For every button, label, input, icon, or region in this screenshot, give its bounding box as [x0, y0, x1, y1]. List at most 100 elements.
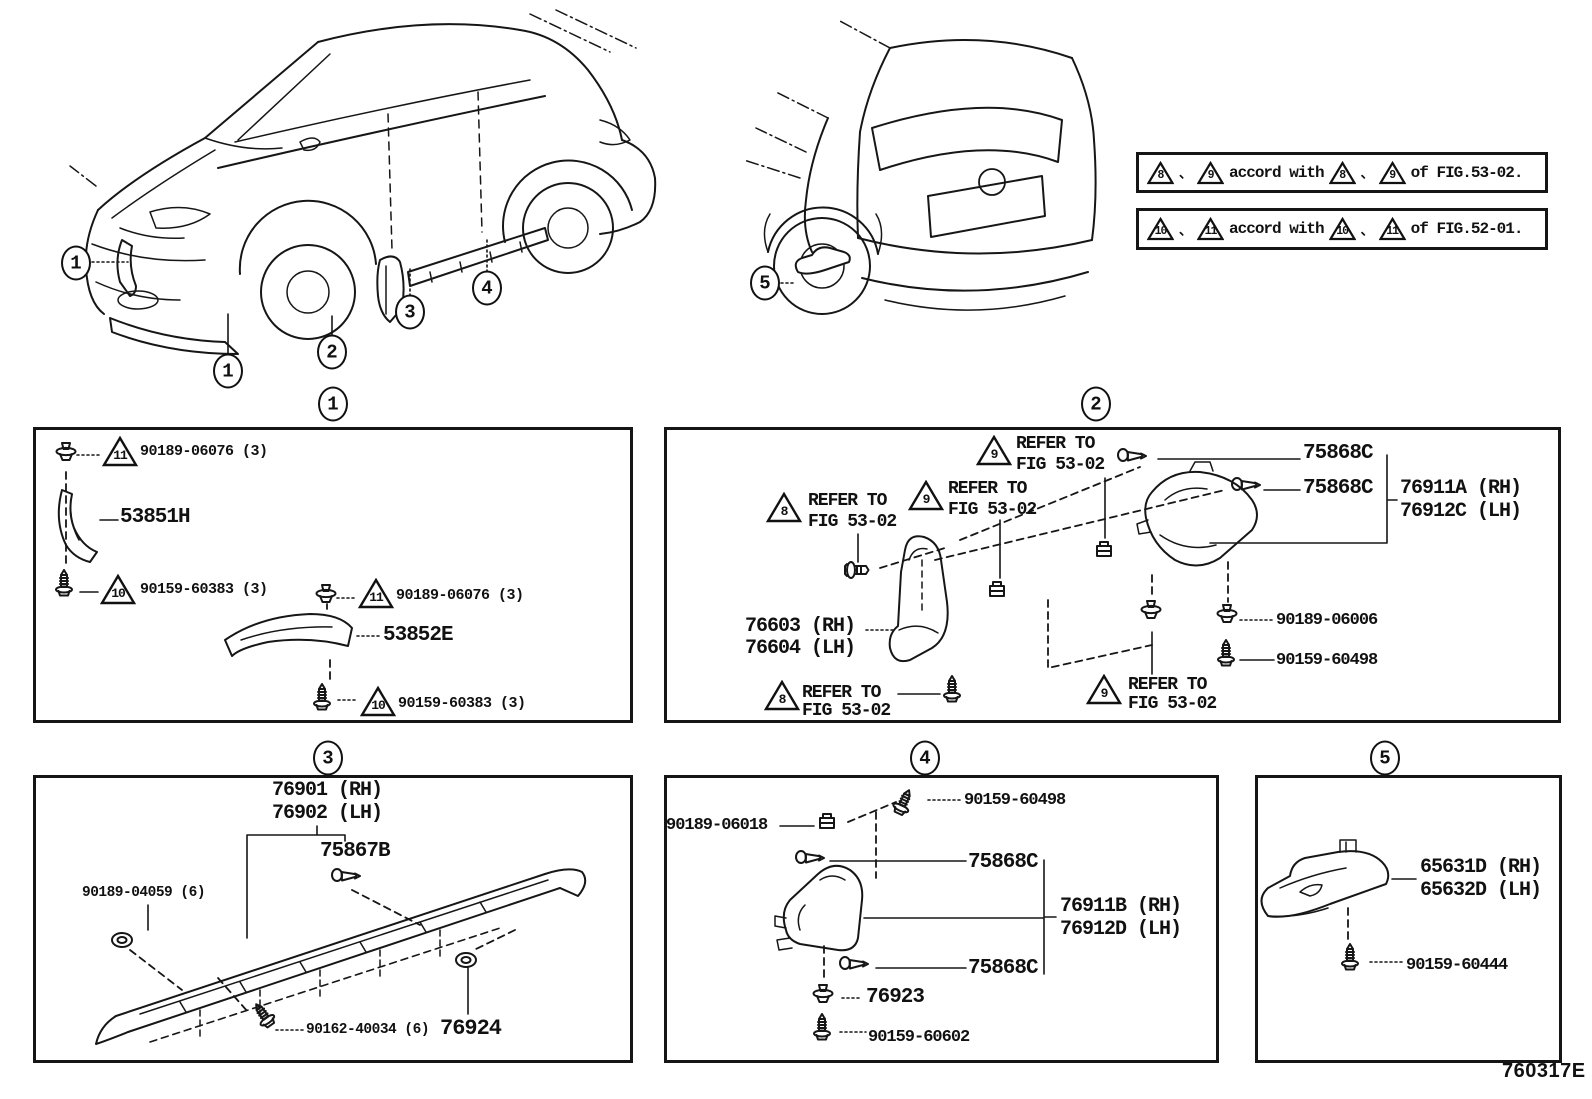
triangle-number: 8	[778, 692, 787, 707]
triangle-number: 11	[1386, 225, 1399, 238]
callout-box-3: 3	[313, 740, 343, 776]
legend-row-2: 10 、 11 accord with 10 、 11 of FIG.52-01…	[1136, 208, 1548, 250]
warning-triangle-icon: 10	[1328, 217, 1356, 241]
refer-note: FIG 53-02	[948, 500, 1037, 520]
refer-note: REFER TO	[948, 479, 1027, 499]
warning-triangle-icon: 8	[1147, 160, 1174, 185]
legend-comma: 、	[1360, 167, 1374, 182]
part-number-label: 53851H	[120, 506, 191, 529]
legend-row-1: 8 、 9 accord with 8 、 9 of FIG.53-02.	[1136, 152, 1548, 193]
part-number-label: 76603 (RH)	[745, 615, 856, 638]
refer-note: FIG 53-02	[1016, 455, 1105, 475]
triangle-number: 9	[1207, 168, 1215, 182]
detail-box-3	[33, 775, 633, 1063]
part-number-label: 76912D (LH)	[1060, 918, 1182, 941]
part-number-label: 90189-06076 (3)	[396, 587, 524, 604]
part-number-label: 75868C	[968, 957, 1039, 980]
part-number-label: 90159-60444	[1406, 956, 1508, 975]
legend-comma: 、	[1179, 167, 1193, 182]
callout-5-rear-mudguard: 5	[750, 265, 780, 301]
box3-art	[95, 825, 587, 1045]
warning-triangle-icon: 8	[764, 680, 800, 711]
warning-triangle-icon: 10	[1147, 217, 1174, 241]
part-number-label: 90159-60383 (3)	[140, 581, 268, 598]
warning-triangle-icon: 10	[360, 686, 396, 717]
part-number-label: 76901 (RH)	[272, 779, 383, 802]
warning-triangle-icon: 9	[908, 480, 944, 511]
part-number-label: 76911A (RH)	[1400, 477, 1522, 500]
legend-comma: 、	[1179, 223, 1193, 239]
part-number-label: 75868C	[968, 851, 1039, 874]
detail-box-1	[33, 427, 633, 723]
part-number-label: 90159-60383 (3)	[398, 695, 526, 712]
triangle-number: 9	[922, 492, 931, 507]
part-number-label: 76604 (LH)	[745, 637, 856, 660]
part-53852e-drawing	[224, 613, 353, 657]
refer-note: REFER TO	[808, 491, 887, 511]
part-number-label: 76924	[440, 1016, 502, 1041]
triangle-number: 9	[990, 447, 999, 462]
triangle-number: 10	[1154, 225, 1168, 238]
part-number-label: 90189-06076 (3)	[140, 443, 268, 460]
car-rear-drawing	[743, 19, 1097, 315]
legend-comma: 、	[1360, 223, 1374, 239]
callout-4-rear-spat: 4	[472, 270, 502, 306]
part-number-label: 76923	[866, 986, 925, 1009]
warning-triangle-icon: 11	[358, 578, 394, 609]
legend-text: of FIG.52-01.	[1410, 220, 1524, 238]
box5-art	[1260, 839, 1417, 971]
callout-box-1: 1	[318, 386, 348, 422]
refer-note: FIG 53-02	[808, 512, 897, 532]
callout-1-front-spoiler-side: 1	[61, 245, 91, 281]
legend-text: accord with	[1229, 163, 1325, 182]
warning-triangle-icon: 9	[1086, 674, 1122, 705]
part-number-label: 90159-60498	[964, 791, 1066, 810]
car-front-drawing	[69, 9, 657, 355]
box2-art	[844, 448, 1398, 703]
warning-triangle-icon: 11	[102, 436, 138, 467]
refer-note: REFER TO	[1016, 434, 1095, 454]
triangle-number: 10	[371, 698, 386, 713]
refer-note: REFER TO	[1128, 675, 1207, 695]
refer-note: FIG 53-02	[802, 701, 891, 721]
warning-triangle-icon: 9	[976, 435, 1012, 466]
part-number-label: 75868C	[1303, 477, 1374, 500]
part-number-label: 76911B (RH)	[1060, 895, 1182, 918]
warning-triangle-icon: 9	[1197, 160, 1225, 185]
part-76911a-drawing	[1144, 470, 1258, 567]
warning-triangle-icon: 10	[100, 574, 136, 605]
part-number-label: 76902 (LH)	[272, 802, 383, 825]
box1-art	[55, 442, 381, 711]
part-number-label: 90162-40034 (6)	[306, 1022, 430, 1038]
callout-box-5: 5	[1370, 740, 1400, 776]
part-76911b-drawing	[782, 864, 864, 952]
triangle-number: 11	[369, 590, 384, 605]
refer-note: REFER TO	[802, 683, 881, 703]
box4-art	[774, 785, 1057, 1041]
part-76603-drawing	[888, 535, 949, 663]
triangle-number: 11	[113, 448, 128, 463]
legend-text: accord with	[1229, 220, 1325, 238]
figure-code: 760317E	[1502, 1060, 1586, 1082]
callout-box-4: 4	[910, 740, 940, 776]
warning-triangle-icon: 11	[1197, 217, 1225, 241]
callout-2-front-mudguard: 2	[317, 334, 347, 370]
part-number-label: 75868C	[1303, 442, 1374, 465]
callout-3-rocker-moulding: 3	[395, 294, 425, 330]
detail-box-4	[664, 775, 1219, 1063]
part-number-label: 75867B	[320, 840, 391, 863]
part-number-label: 90189-04059 (6)	[82, 885, 206, 901]
warning-triangle-icon: 8	[1328, 160, 1356, 185]
triangle-number: 9	[1100, 686, 1109, 701]
part-number-label: 90189-06006	[1276, 611, 1378, 630]
triangle-number: 8	[1157, 168, 1165, 182]
triangle-number: 10	[111, 586, 126, 601]
legend-text: of FIG.53-02.	[1410, 163, 1524, 182]
part-number-label: 76912C (LH)	[1400, 500, 1522, 523]
part-number-label: 90189-06018	[666, 816, 768, 835]
detail-box-5	[1255, 775, 1562, 1063]
refer-note: FIG 53-02	[1128, 694, 1217, 714]
part-number-label: 90159-60602	[868, 1028, 970, 1047]
